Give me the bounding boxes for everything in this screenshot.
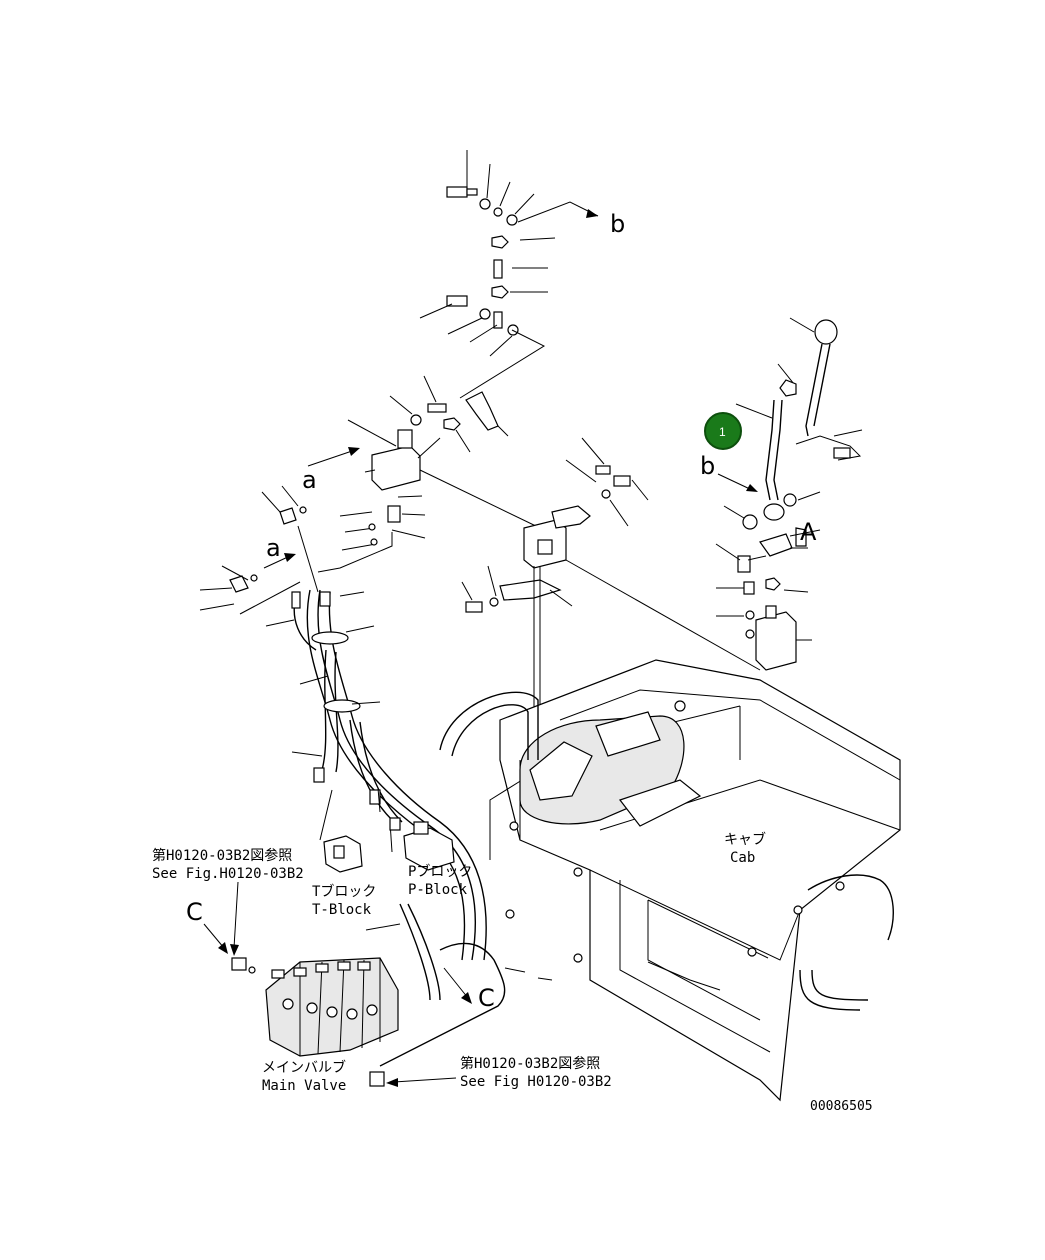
control-lever-assembly [715,317,863,671]
hose-bundle [265,589,553,1067]
see-fig-1-jp: 第H0120-03B2図参照 [152,847,292,864]
see-fig-1-en: See Fig.H0120-03B2 [152,866,304,882]
main-valve [231,957,399,1087]
main-valve-label-en: Main Valve [262,1078,346,1094]
p-block-label-jp: Pブロック [408,863,472,880]
drawing-number: 00086505 [810,1099,873,1114]
left-fittings [199,485,319,615]
cab-label-jp: キャブ [724,831,766,848]
ref-a-upper: a [302,466,317,494]
t-block-label-jp: Tブロック [312,883,376,900]
ref-a-lower: a [266,534,281,562]
item-marker-1[interactable]: 1 [704,412,742,450]
ref-b-lever: b [700,452,715,480]
pilot-valve-assembly [307,375,541,573]
p-block [389,817,455,871]
t-block [319,789,363,873]
t-block-label-en: T-Block [312,902,372,918]
marker-number: 1 [719,425,726,439]
ref-c-left: C [186,898,203,926]
marker-circle[interactable] [704,412,742,450]
mounting-bracket [461,437,761,760]
top-hardware-stack [419,150,599,399]
main-valve-label-jp: メインバルブ [262,1059,346,1076]
see-fig-2-en: See Fig H0120-03B2 [460,1074,612,1090]
p-block-label-en: P-Block [408,882,468,898]
see-fig-2-jp: 第H0120-03B2図参照 [460,1055,600,1072]
cab-label-en: Cab [730,850,755,866]
ref-b-top: b [610,210,625,238]
ref-A: A [800,518,817,546]
cab-structure [439,659,901,1102]
ref-c-hose: C [478,984,495,1012]
